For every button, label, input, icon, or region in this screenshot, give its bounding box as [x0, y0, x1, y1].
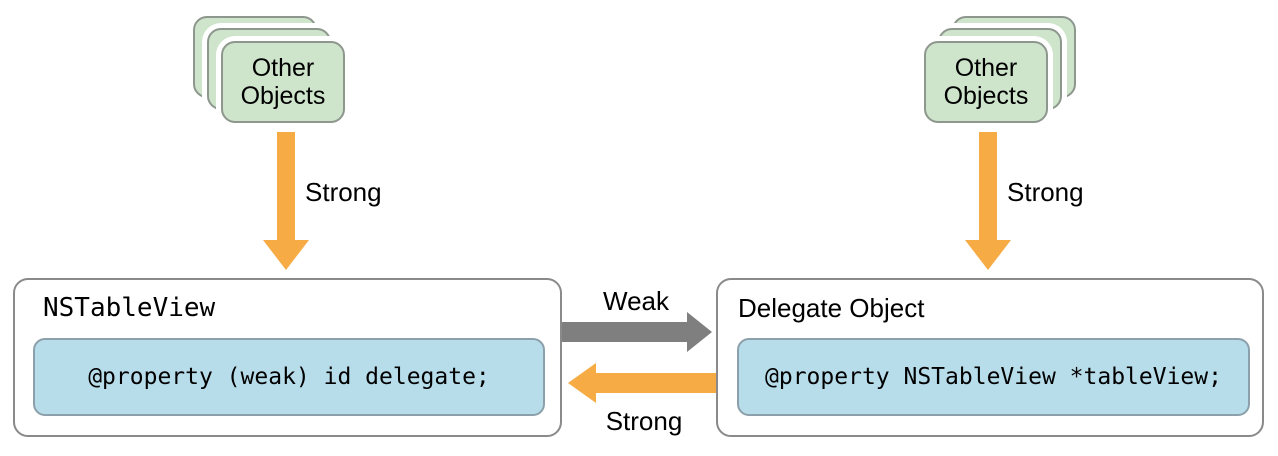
- code-snippet-box: @property NSTableView *tableView;: [737, 338, 1250, 416]
- code-text: @property NSTableView *tableView;: [765, 364, 1222, 390]
- stacked-card-front: Other Objects: [221, 41, 345, 123]
- arrow-shaft: [596, 373, 716, 393]
- stack-label-line1: Other: [251, 54, 315, 82]
- arrow-head: [965, 240, 1011, 270]
- arrow-head: [568, 363, 596, 403]
- strong-label-middle: Strong: [605, 406, 683, 436]
- strong-label-left: Strong: [305, 177, 382, 207]
- stack-label-line1: Other: [954, 54, 1018, 82]
- arrow-shaft: [979, 132, 997, 240]
- code-text: @property (weak) id delegate;: [88, 364, 490, 390]
- arrow-shaft: [562, 322, 687, 342]
- arrow-shaft: [277, 132, 295, 240]
- box-title: Delegate Object: [738, 293, 925, 323]
- weak-label: Weak: [603, 286, 669, 316]
- stack-label-line2: Objects: [943, 82, 1029, 110]
- code-snippet-box: @property (weak) id delegate;: [33, 338, 545, 416]
- strong-label-right: Strong: [1007, 177, 1084, 207]
- nstableview-box: NSTableView @property (weak) id delegate…: [13, 278, 562, 437]
- arrow-head: [687, 312, 712, 352]
- delegate-object-box: Delegate Object @property NSTableView *t…: [716, 278, 1264, 437]
- stack-label-line2: Objects: [240, 82, 326, 110]
- box-title: NSTableView: [43, 293, 216, 323]
- stacked-card-front: Other Objects: [924, 41, 1048, 123]
- arrow-head: [263, 240, 309, 270]
